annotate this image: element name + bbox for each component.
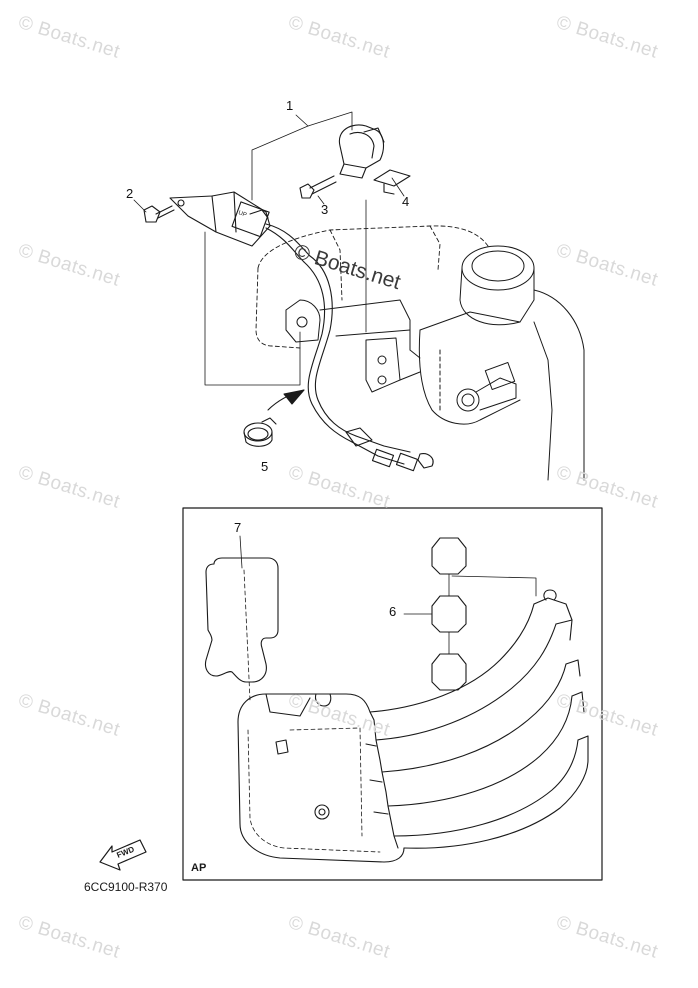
callout-3: 3 (321, 202, 329, 217)
callout-7: 7 (234, 520, 242, 535)
callout-2: 2 (126, 186, 134, 201)
part-1-sensor-body (169, 191, 311, 263)
engine-block-outline (255, 225, 489, 349)
intake-manifold (237, 589, 589, 863)
inset-frame (182, 507, 603, 881)
callout-4: 4 (402, 194, 410, 209)
inset-tag: AP (191, 862, 207, 874)
callout-6: 6 (389, 604, 397, 619)
fwd-arrow (99, 839, 147, 871)
callout-5: 5 (261, 459, 269, 474)
direction-arrow-head (283, 389, 305, 405)
part-7-gasket (204, 535, 279, 701)
part-1-sensor-clamp (338, 124, 385, 179)
part-label-up: UP (237, 210, 247, 218)
part-2-screw (133, 199, 175, 223)
engine-block (285, 245, 585, 481)
leader-lines (204, 111, 367, 386)
part-6-o-rings (403, 537, 537, 691)
part-5-hose-clamp (243, 417, 277, 447)
part-3-bolt (299, 175, 337, 205)
callout-1: 1 (286, 98, 294, 113)
wiring-harness (303, 255, 434, 472)
part-4-clip (373, 169, 411, 197)
diagram-code: 6CC9100-R370 (84, 880, 168, 894)
